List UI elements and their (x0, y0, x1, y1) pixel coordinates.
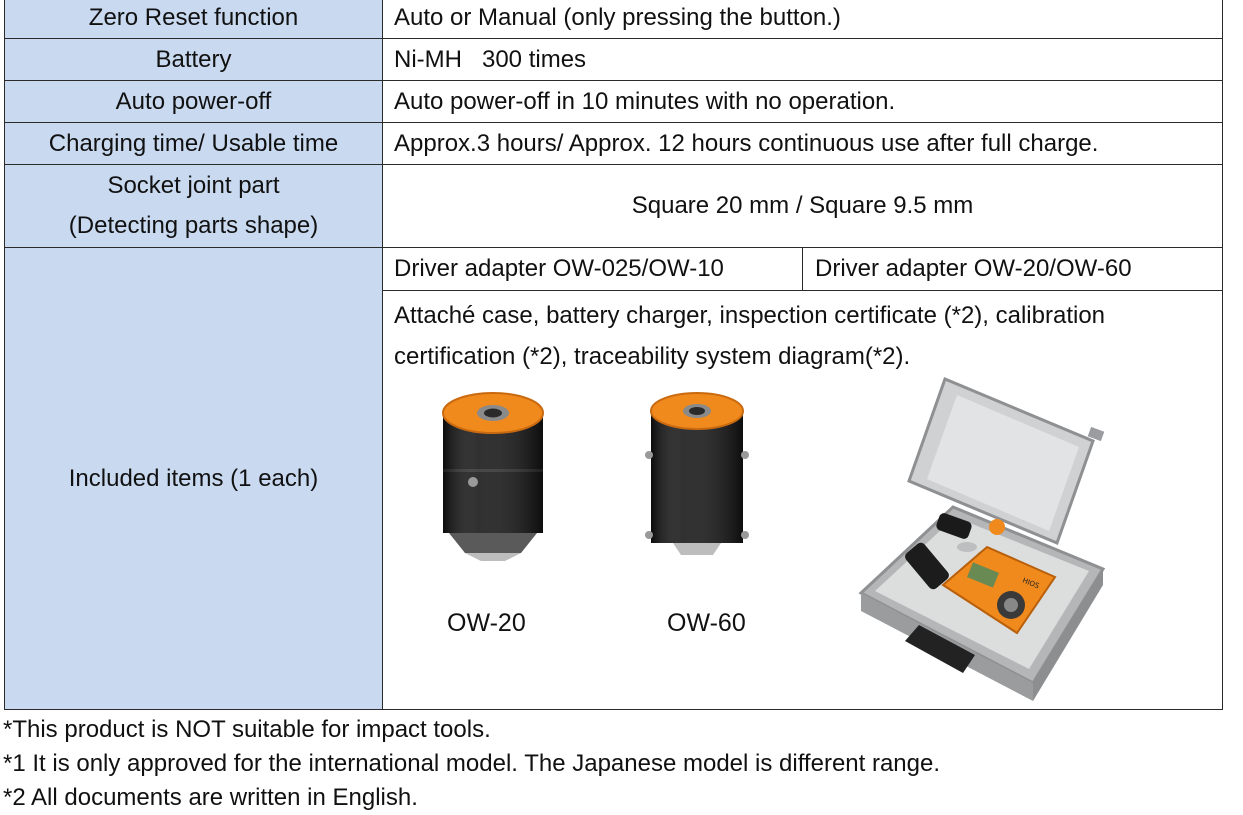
label-auto-power-off: Auto power-off (4, 80, 383, 123)
label-battery: Battery (4, 38, 383, 81)
value-zero-reset: Auto or Manual (only pressing the button… (382, 0, 1223, 39)
row-socket-joint: Socket joint part (Detecting parts shape… (4, 164, 1223, 248)
label-charging-time: Charging time/ Usable time (4, 122, 383, 165)
row-battery: Battery Ni-MH 300 times (4, 38, 1223, 81)
label-socket-line1: Socket joint part (107, 172, 280, 199)
row-auto-power-off: Auto power-off Auto power-off in 10 minu… (4, 80, 1223, 123)
caption-ow20: OW-20 (447, 609, 526, 637)
caption-ow60: OW-60 (667, 609, 746, 637)
row-zero-reset: Zero Reset function Auto or Manual (only… (4, 0, 1223, 39)
value-charging-time: Approx.3 hours/ Approx. 12 hours continu… (382, 122, 1223, 165)
row-included-adapters: Included items (1 each) Driver adapter O… (4, 247, 1223, 710)
label-socket-line2: (Detecting parts shape) (68, 212, 319, 239)
value-accessories: Attaché case, battery charger, inspectio… (382, 290, 1223, 710)
value-auto-power-off: Auto power-off in 10 minutes with no ope… (382, 80, 1223, 123)
label-zero-reset: Zero Reset function (4, 0, 383, 39)
value-adapter-2: Driver adapter OW-20/OW-60 (802, 247, 1223, 291)
row-included-accessories: Attaché case, battery charger, inspectio… (5, 290, 1223, 710)
note-international-model: *1 It is only approved for the internati… (3, 750, 941, 777)
adapter-ow20-image (442, 392, 544, 561)
accessories-line1: Attaché case, battery charger, inspectio… (394, 302, 1106, 329)
adapter-ow60-image (645, 392, 749, 555)
row-charging-time: Charging time/ Usable time Approx.3 hour… (4, 122, 1223, 165)
attache-case-image: HIOS (858, 377, 1106, 701)
value-adapter-1: Driver adapter OW-025/OW-10 (382, 247, 803, 291)
label-socket-joint: Socket joint part (Detecting parts shape… (4, 164, 383, 248)
product-images: OW-20 OW-60 (383, 377, 1222, 707)
note-documents-english: *2 All documents are written in English. (3, 784, 418, 811)
spec-table: Zero Reset function Auto or Manual (only… (4, 0, 1223, 710)
note-impact-tools: *This product is NOT suitable for impact… (3, 716, 491, 743)
value-socket-joint: Square 20 mm / Square 9.5 mm (382, 164, 1223, 248)
footnotes: *This product is NOT suitable for impact… (3, 713, 940, 815)
value-battery: Ni-MH 300 times (382, 38, 1223, 81)
accessories-line2: certification (*2), traceability system … (394, 343, 911, 370)
accessories-text: Attaché case, battery charger, inspectio… (383, 291, 1222, 377)
label-included-items: Included items (1 each) (4, 247, 383, 710)
